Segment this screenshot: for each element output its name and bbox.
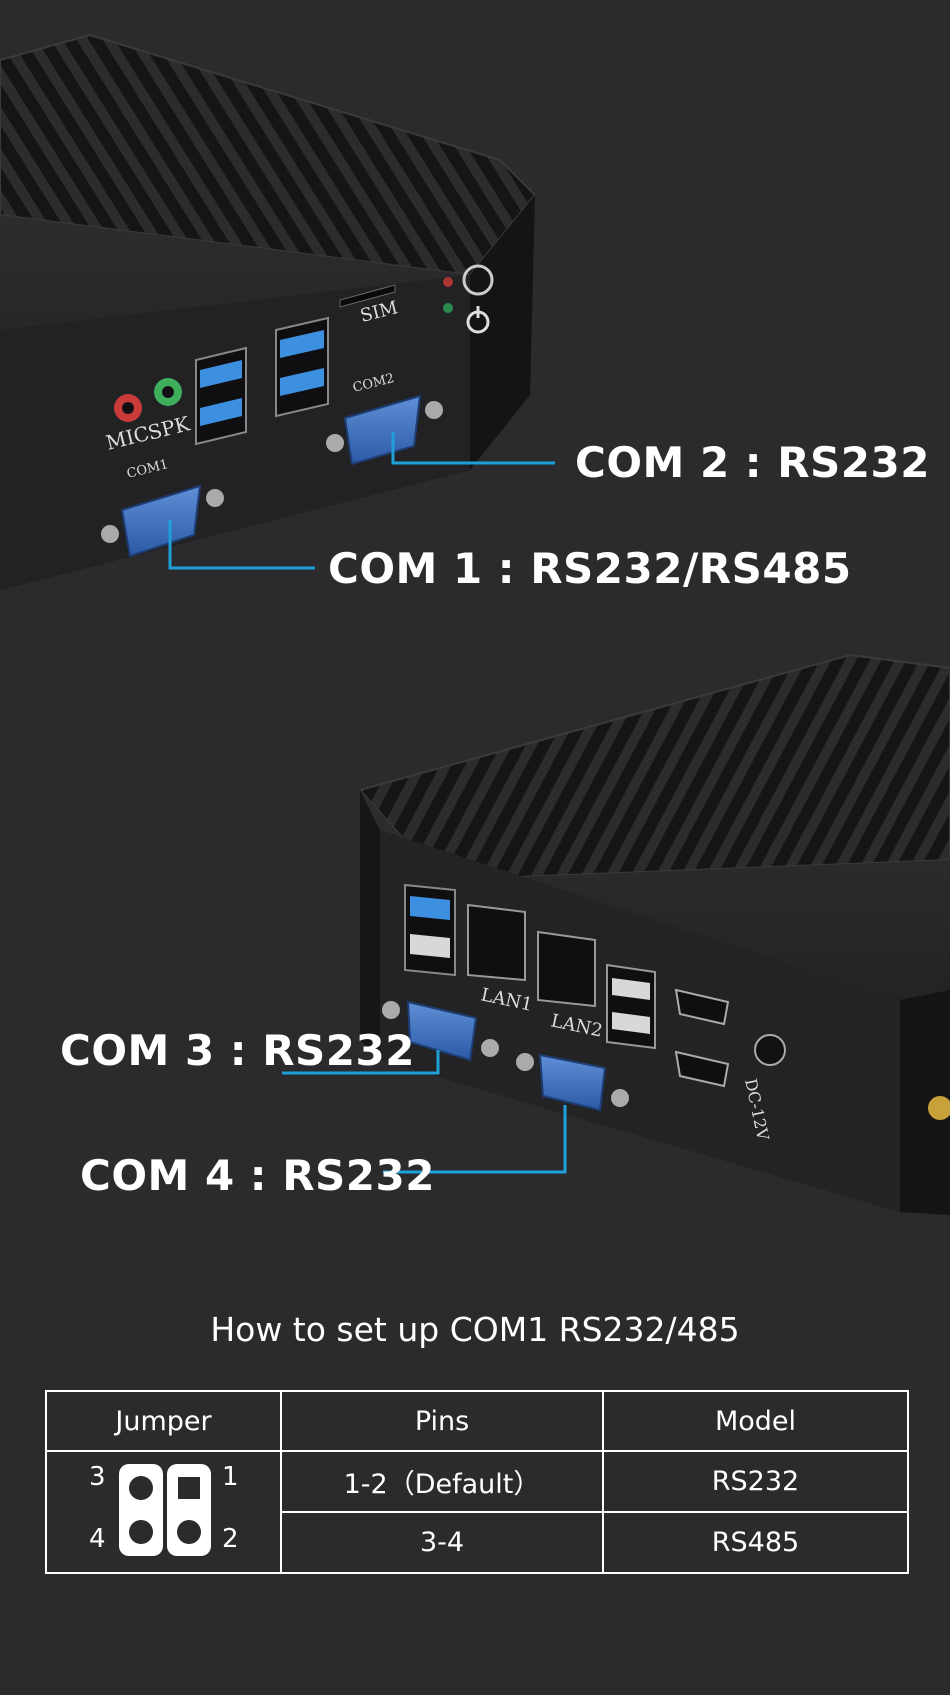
com3-leader-line [282, 1050, 440, 1075]
pin-3-label: 3 [89, 1462, 106, 1492]
pin-4-label: 4 [89, 1524, 106, 1554]
com1-port: COM1 [101, 457, 224, 558]
table-row: 3 1 4 2 1-2（Default） RS232 [45, 1450, 909, 1574]
jumper-settings-table: Jumper Pins Model 3 1 4 2 1-2（Default） [45, 1390, 909, 1574]
usb-port-pair-1 [195, 346, 247, 446]
usb-port-pair-2 [275, 316, 329, 418]
device-top: MIC SPK SIM COM2 [0, 33, 537, 590]
row2-pins: 3-4 [280, 1511, 604, 1574]
row1-pins: 1-2（Default） [280, 1450, 604, 1513]
header-model: Model [602, 1390, 909, 1452]
jumper-diagram-cell: 3 1 4 2 [45, 1450, 282, 1574]
header-pins: Pins [280, 1390, 604, 1452]
com2-callout: COM 2 : RS232 [575, 438, 930, 487]
table-header-row: Jumper Pins Model [45, 1390, 909, 1452]
row2-model: RS485 [602, 1511, 909, 1574]
header-jumper: Jumper [45, 1390, 282, 1452]
com2-leader-line [391, 432, 555, 465]
device-bottom: LAN1 LAN2 DC-12V [358, 653, 950, 1215]
com4-port [516, 1053, 629, 1112]
jumper-header-icon [119, 1464, 211, 1556]
row1-model: RS232 [602, 1450, 909, 1513]
com4-callout: COM 4 : RS232 [80, 1151, 435, 1200]
table-row: 3-4 RS485 [46, 1511, 909, 1574]
com1-leader-line [168, 520, 315, 570]
com3-callout: COM 3 : RS232 [60, 1026, 415, 1075]
section-title: How to set up COM1 RS232/485 [210, 1310, 740, 1349]
com1-callout: COM 1 : RS232/RS485 [328, 544, 852, 593]
pin-2-label: 2 [222, 1524, 239, 1554]
com4-leader-line [383, 1105, 567, 1174]
pin-1-label: 1 [222, 1462, 239, 1492]
com2-port: COM2 [326, 371, 443, 466]
com3-port [382, 1000, 499, 1062]
